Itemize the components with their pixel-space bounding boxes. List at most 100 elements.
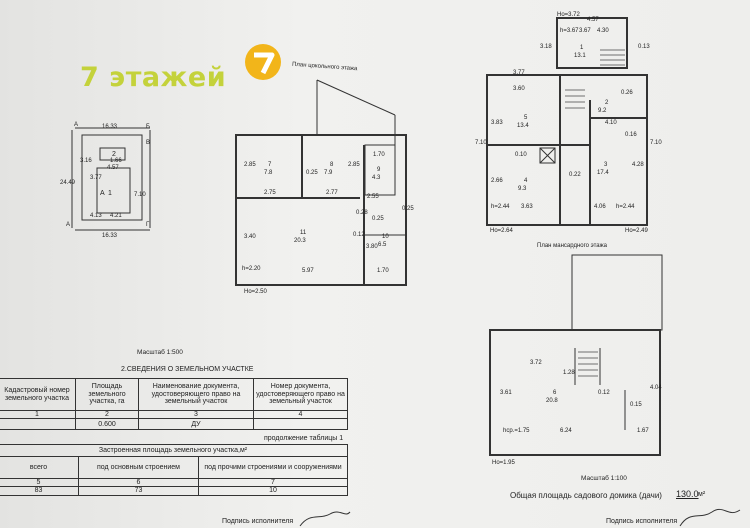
attic-dim: 0.26 [621, 90, 633, 96]
attic-dim: Ho=2.64 [490, 228, 513, 234]
basement-dim: 2.85 [348, 162, 360, 168]
mansard-dim: Ho=1.95 [492, 460, 515, 466]
attic-dim: h=3.67 [560, 28, 579, 34]
basement-h-label: h=2.20 [242, 266, 261, 272]
attic-room-3-num: 3 [604, 162, 608, 168]
basement-dim: 2.75 [264, 190, 276, 196]
room-8-area: 7.9 [324, 170, 333, 176]
site-mark-2: 2 [112, 151, 116, 158]
total-area-label: Общая площадь садового домика (дачи) [510, 491, 662, 500]
site-building-1 [96, 167, 131, 214]
table-continuation: продолжение таблицы 1 [264, 435, 344, 442]
site-dim-bottom: 16.33 [102, 233, 118, 239]
site-mark-a: А [100, 190, 105, 197]
attic-dim: 0.16 [625, 132, 637, 138]
attic-dim: Ho=2.49 [625, 228, 648, 234]
attic-dim: 4.10 [605, 120, 617, 126]
site-dim-5: 3.16 [80, 158, 92, 164]
attic-outline [486, 74, 648, 226]
site-corner-v: В [146, 140, 151, 146]
room-11-num: 11 [300, 230, 307, 236]
attic-dim: 3.77 [513, 70, 525, 76]
attic-plan-title: План мансардного этажа [537, 243, 607, 249]
basement-dim: 1.70 [377, 268, 389, 274]
basement-dim: 0.25 [306, 170, 318, 176]
mansard-room-num: 6 [553, 390, 557, 396]
scale-left: Масштаб 1:500 [137, 349, 183, 356]
attic-dim: h=2.44 [616, 204, 635, 210]
mansard-dim: 3.72 [530, 360, 542, 366]
attic-dim: 3.83 [491, 120, 503, 126]
brand-logo [245, 44, 281, 80]
basement-outline [235, 134, 407, 286]
basement-dim: 1.70 [373, 152, 385, 158]
site-dim-1: 3.77 [90, 175, 102, 181]
land-info-table: Кадастровый номер земельного участка Пло… [0, 378, 348, 431]
mansard-outline [489, 329, 661, 456]
room-8-num: 8 [330, 162, 334, 168]
site-corner-a2: А [66, 222, 71, 228]
attic-dim: Ho=3.72 [557, 12, 580, 18]
room-7-num: 7 [268, 162, 272, 168]
table2-num: 7 [198, 477, 348, 488]
attic-room-5-area: 13.4 [517, 123, 529, 129]
attic-dim: 3.67 [579, 28, 591, 34]
attic-room-2-area: 9.2 [598, 108, 607, 114]
mansard-dim: 1.28 [563, 370, 575, 376]
total-area-value: 130.0 [676, 489, 699, 499]
site-building-2 [99, 147, 126, 161]
attic-dim: 0.10 [515, 152, 527, 158]
table2-cell: 10 [198, 486, 348, 496]
site-corner-a: А [74, 122, 79, 128]
attic-dim: 3.18 [540, 44, 552, 50]
table1-header: Кадастровый номер земельного участка [0, 378, 76, 411]
basement-dim: 5.97 [302, 268, 314, 274]
attic-dim: 0.13 [638, 44, 650, 50]
attic-room-4-num: 4 [524, 178, 528, 184]
site-dim-4: 4.21 [110, 213, 122, 219]
mansard-dim: 1.67 [637, 428, 649, 434]
site-outline [81, 134, 143, 221]
basement-dim: 3.80 [366, 244, 378, 250]
mansard-dim: 6.24 [560, 428, 572, 434]
site-dim-6: 1.66 [110, 158, 122, 164]
table1-cell [253, 418, 348, 431]
attic-room-3-area: 17.4 [597, 170, 609, 176]
basement-dim: 0.25 [372, 216, 384, 222]
table1-num: 4 [253, 409, 348, 420]
basement-dim: 0.12 [353, 232, 365, 238]
attic-room-1-num: 1 [580, 45, 584, 51]
room-9-area: 4.3 [372, 175, 381, 181]
seven-logo-icon [254, 52, 275, 75]
attic-room-1-area: 13.1 [574, 53, 586, 59]
attic-dim: 2.66 [491, 178, 503, 184]
attic-dim: 7.10 [650, 140, 662, 146]
scale-right: Масштаб 1:100 [581, 475, 627, 482]
mansard-room-area: 20.8 [546, 398, 558, 404]
basement-ho-label: Ho=2.50 [244, 289, 267, 295]
basement-dim: 2.55 [367, 194, 379, 200]
total-area-unit: м² [698, 491, 706, 498]
attic-dim: 4.06 [594, 204, 606, 210]
site-corner-b: Б [146, 124, 150, 130]
room-11-area: 20.3 [294, 238, 306, 244]
mansard-dim: 0.15 [630, 402, 642, 408]
table1-header: Площадь земельного участка, га [75, 378, 139, 411]
basement-dim: 3.40 [244, 234, 256, 240]
site-dim-top: 16.33 [102, 124, 118, 130]
attic-dim: 3.60 [513, 86, 525, 92]
mansard-dim: 3.61 [500, 390, 512, 396]
room-7-area: 7.8 [264, 170, 273, 176]
mansard-dim: 4.04 [650, 385, 662, 391]
site-dim-2: 4.57 [107, 165, 119, 171]
built-area-table: Застроенная площадь земельного участка,м… [0, 444, 348, 496]
mansard-dim: hcp.=1.75 [503, 428, 530, 434]
attic-dim: 7.10 [475, 140, 487, 146]
mansard-dim: 0.12 [598, 390, 610, 396]
site-dim-left: 24.49 [60, 180, 76, 186]
site-dim-3: 4.13 [90, 213, 102, 219]
signature-label-left: Подпись исполнителя [222, 518, 294, 525]
